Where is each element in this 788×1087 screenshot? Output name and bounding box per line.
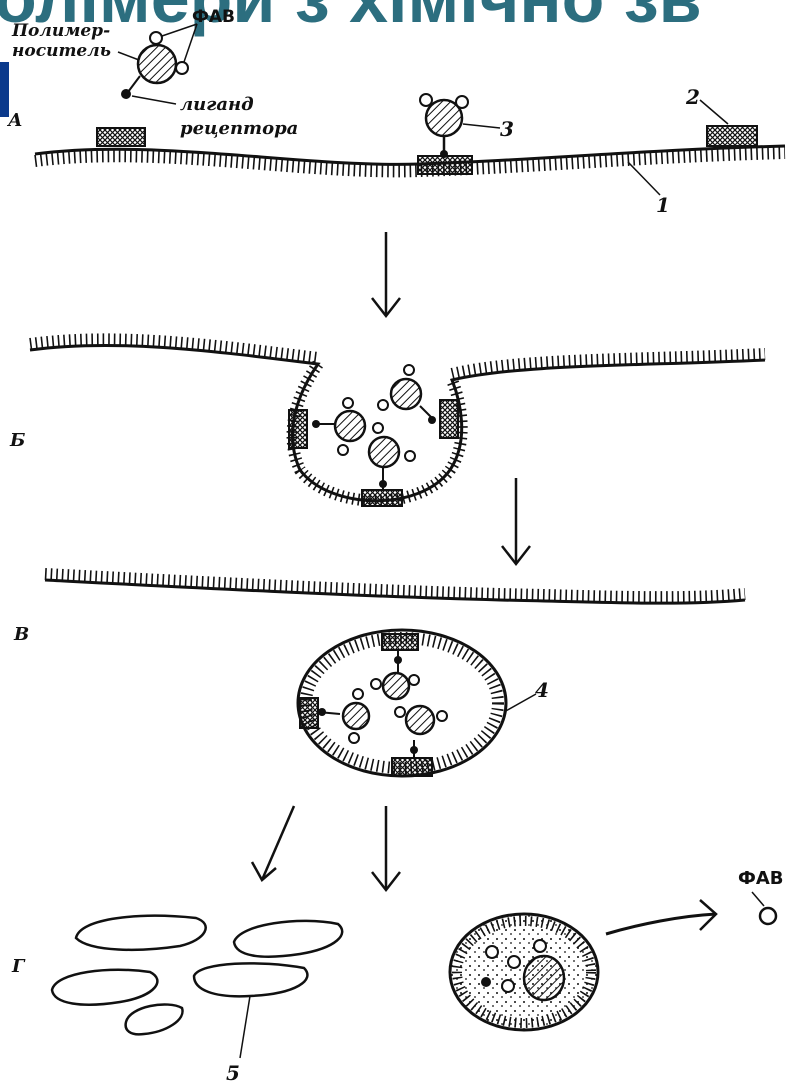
- conjugate-b3: [369, 423, 415, 490]
- conjugate-v2: [318, 689, 369, 743]
- stage-label-v: В: [13, 624, 29, 645]
- conjugate-v3: [395, 706, 447, 758]
- receptor-b1: [289, 410, 307, 448]
- arrow-v-to-g-center: [372, 806, 400, 890]
- receptor-b3: [362, 490, 402, 506]
- conjugate-b2: [378, 365, 436, 424]
- stage-label-g: Г: [11, 956, 26, 977]
- arrow-b-to-v: [502, 478, 530, 564]
- label-fav-bottom: ФАВ: [738, 868, 784, 889]
- membrane-fringe-a: [35, 153, 785, 171]
- conjugate-legend: [121, 32, 188, 99]
- arrow-v-to-g-left: [252, 806, 294, 880]
- label-carrier-2: носитель: [12, 41, 111, 61]
- label-ligand-1: лиганд: [180, 94, 254, 115]
- endosome-fringe: [306, 638, 498, 768]
- fragments-5: [52, 916, 342, 1035]
- label-2: 2: [685, 85, 700, 109]
- cell-membrane-v: [45, 580, 745, 603]
- leader-3: [463, 124, 500, 128]
- arrow-a-to-b: [372, 232, 400, 316]
- lysosome: [450, 914, 598, 1030]
- receptor-v1: [382, 634, 418, 650]
- free-fav-molecule: [760, 908, 776, 924]
- membrane-invagination: [30, 345, 765, 500]
- leader-1: [628, 162, 660, 195]
- label-1: 1: [656, 193, 670, 217]
- label-3: 3: [500, 117, 514, 141]
- conjugate-v1: [371, 650, 419, 699]
- label-4: 4: [535, 678, 549, 702]
- stage-label-b: Б: [9, 430, 25, 451]
- label-5: 5: [226, 1061, 240, 1085]
- label-ligand-2: рецептора: [180, 118, 298, 139]
- label-carrier-1: Полимер-: [11, 21, 110, 41]
- leader-2: [700, 100, 728, 124]
- receptor-a1: [97, 128, 145, 146]
- conjugate-b1: [312, 398, 365, 455]
- leader-carrier: [118, 52, 139, 60]
- conjugate-bound-a: [420, 94, 468, 158]
- label-fav-top: ФАВ: [192, 7, 235, 27]
- leader-5: [240, 996, 250, 1058]
- leader-fav-bottom: [752, 892, 764, 906]
- stage-label-a: А: [6, 110, 23, 131]
- leader-4: [504, 694, 536, 712]
- accent-bar: [0, 62, 9, 117]
- leader-ligand: [132, 96, 176, 104]
- receptor-a2: [418, 156, 472, 174]
- arrow-release: [606, 900, 716, 934]
- receptor-v3: [392, 758, 432, 776]
- receptor-v2: [300, 698, 318, 728]
- receptor-a3: [707, 126, 757, 146]
- endosome: [298, 630, 506, 776]
- receptor-b2: [440, 400, 458, 438]
